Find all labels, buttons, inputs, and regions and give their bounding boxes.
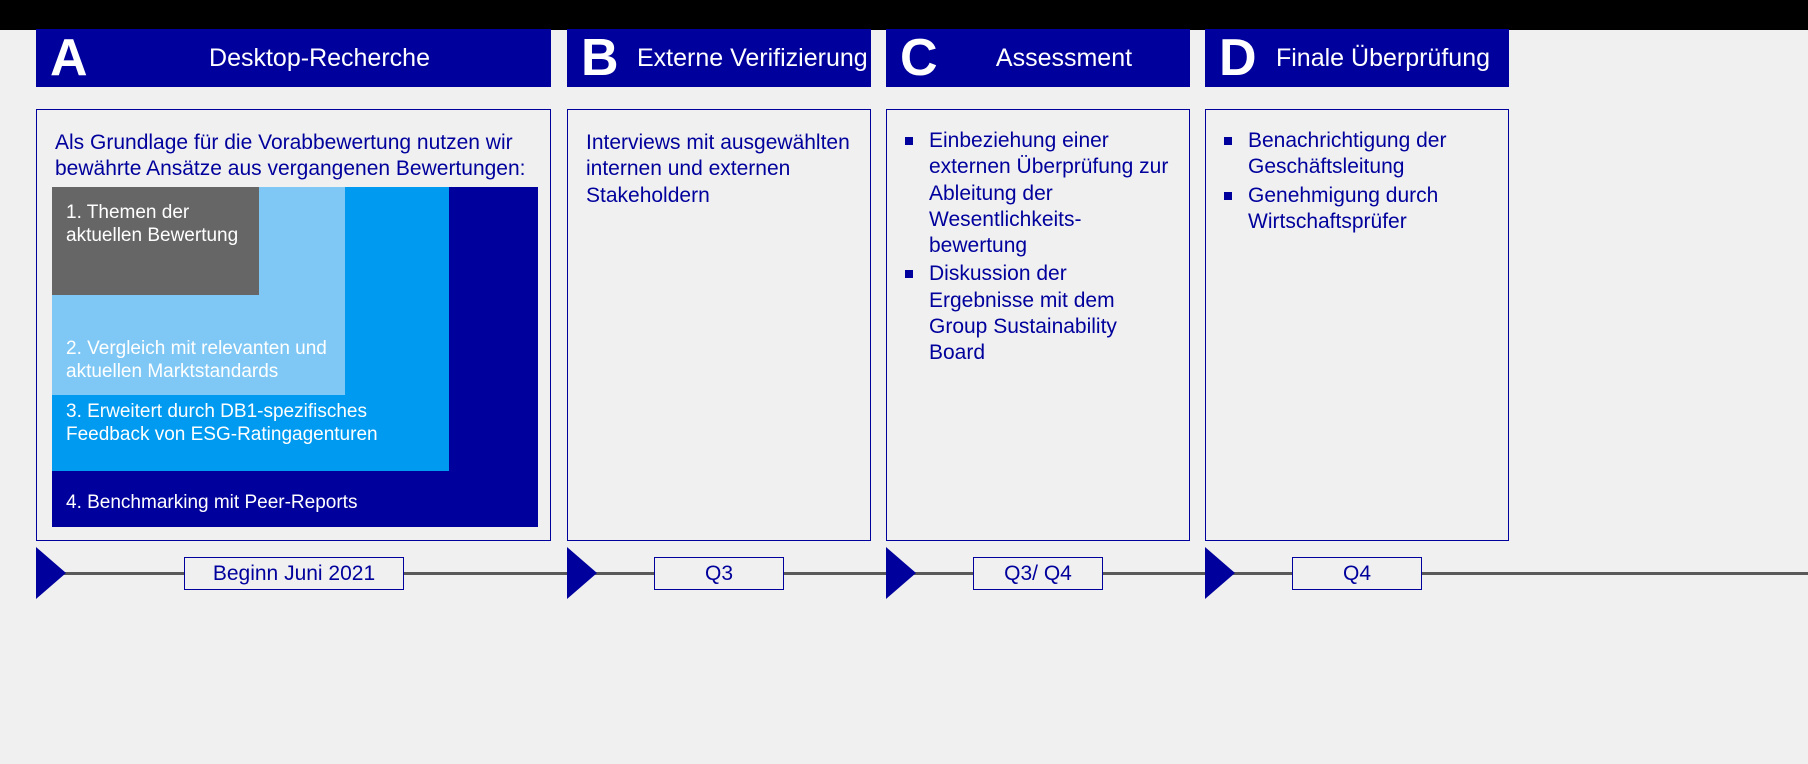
list-item: Einbeziehung einer externen Überprüfung … — [901, 128, 1177, 259]
stack-layer-1-label: 1. Themen der aktuellen Bewertung — [66, 202, 239, 247]
timeline-label-d[interactable]: Q4 — [1292, 557, 1422, 590]
top-black-bar — [0, 0, 1808, 30]
panel-d-bullet-list: Benachrichtigung der Geschäftsleitung Ge… — [1206, 110, 1508, 235]
phase-title-b: Externe Verifizierung — [637, 43, 868, 72]
stack-layer-1[interactable]: 1. Themen der aktuellen Bewertung — [52, 187, 259, 295]
bullet-text: Benachrichtigung der Geschäftsleitung — [1248, 129, 1447, 179]
stack-layer-3-label: 3. Erweitert durch DB1-spezifisches Feed… — [66, 401, 378, 446]
bullet-text: Einbeziehung einer externen Überprüfung … — [929, 129, 1169, 257]
square-bullet-icon — [905, 137, 913, 145]
timeline-line — [60, 572, 1808, 575]
phase-letter-a: A — [50, 29, 88, 87]
bullet-text: Genehmigung durch Wirtschaftsprüfer — [1248, 183, 1439, 233]
phase-title-d: Finale Überprüfung — [1275, 43, 1490, 72]
timeline-arrow-a[interactable] — [36, 547, 66, 599]
panel-c: Einbeziehung einer externen Überprüfung … — [886, 109, 1190, 541]
timeline-label-b[interactable]: Q3 — [654, 557, 784, 590]
list-item: Diskussion der Ergebnisse mit dem Group … — [901, 261, 1177, 366]
list-item: Genehmigung durch Wirtschaftsprüfer — [1220, 183, 1496, 236]
list-item: Benachrichtigung der Geschäftsleitung — [1220, 128, 1496, 181]
square-bullet-icon — [905, 270, 913, 279]
panel-a: Als Grundlage für die Vorabbewertung nut… — [36, 109, 551, 541]
timeline-label-c[interactable]: Q3/ Q4 — [973, 557, 1103, 590]
phase-header-d[interactable]: D Finale Überprüfung — [1205, 29, 1509, 87]
phase-title-a: Desktop-Recherche — [209, 43, 430, 72]
square-bullet-icon — [1224, 191, 1232, 200]
phase-letter-b: B — [581, 29, 619, 87]
panel-b-text: Interviews mit ausgewählten internen und… — [586, 131, 850, 207]
timeline-arrow-b[interactable] — [567, 547, 597, 599]
nested-layer-stack: 4. Benchmarking mit Peer-Reports 3. Erwe… — [52, 187, 538, 527]
phase-header-b[interactable]: B Externe Verifizierung — [567, 29, 871, 87]
stack-layer-2-label: 2. Vergleich mit relevanten und aktuelle… — [66, 338, 327, 383]
panel-a-intro: Als Grundlage für die Vorabbewertung nut… — [55, 131, 526, 181]
square-bullet-icon — [1224, 137, 1232, 145]
stack-layer-4-label: 4. Benchmarking mit Peer-Reports — [66, 492, 358, 513]
phase-letter-d: D — [1219, 29, 1257, 87]
panel-c-bullet-list: Einbeziehung einer externen Überprüfung … — [887, 110, 1189, 366]
phase-header-c[interactable]: C Assessment — [886, 29, 1190, 87]
timeline-arrow-c[interactable] — [886, 547, 916, 599]
timeline-label-a[interactable]: Beginn Juni 2021 — [184, 557, 404, 590]
phase-letter-c: C — [900, 29, 938, 87]
bullet-text: Diskussion der Ergebnisse mit dem Group … — [929, 262, 1117, 364]
phase-header-a[interactable]: A Desktop-Recherche — [36, 29, 551, 87]
phase-title-c: Assessment — [995, 43, 1133, 72]
panel-d: Benachrichtigung der Geschäftsleitung Ge… — [1205, 109, 1509, 541]
panel-b: Interviews mit ausgewählten internen und… — [567, 109, 871, 541]
timeline-arrow-d[interactable] — [1205, 547, 1235, 599]
